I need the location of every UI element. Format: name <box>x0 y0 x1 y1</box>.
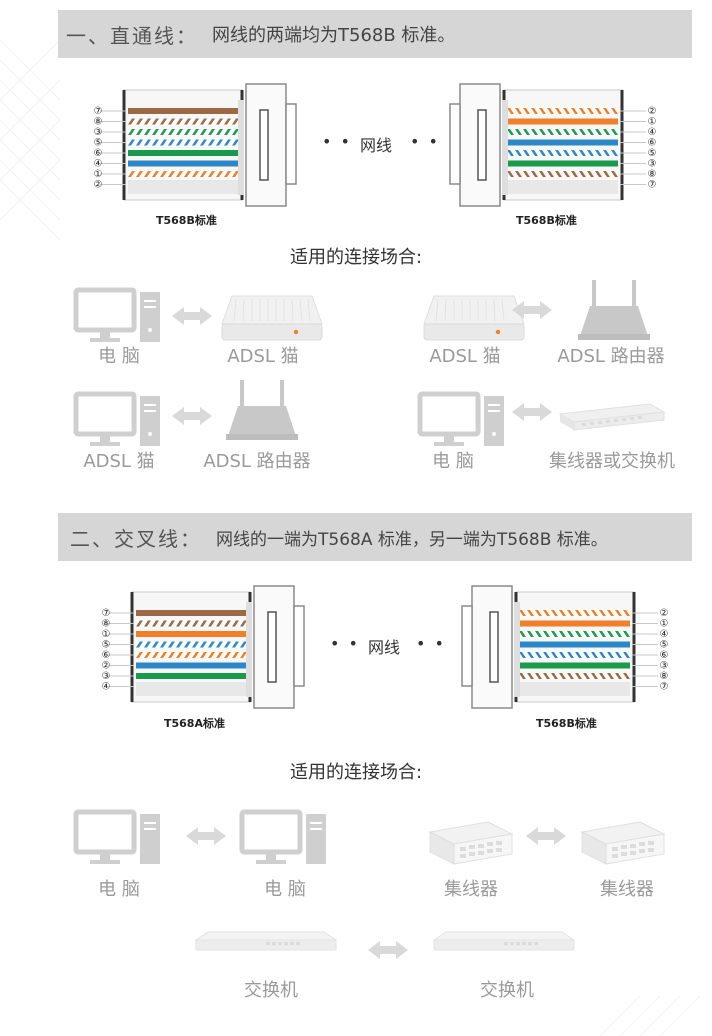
scene2-left-b: ADSL 路由器 <box>203 451 311 472</box>
pin-number: ① <box>660 619 669 630</box>
cable-label: 网线 <box>360 136 393 155</box>
pin-number: ⑧ <box>94 117 103 128</box>
pin-number: ③ <box>648 159 657 170</box>
scene1-right-a: ADSL 猫 <box>429 346 501 367</box>
computer-icon <box>73 809 160 864</box>
pin-number: ② <box>648 106 657 117</box>
pin-number: ① <box>648 117 657 128</box>
pin-number: ⑥ <box>94 148 103 159</box>
pin-number: ③ <box>94 127 103 138</box>
section2-subheading: 适用的连接场合: <box>289 762 423 783</box>
pin-number: ⑤ <box>648 148 657 159</box>
computer-icon <box>73 391 160 446</box>
computer-icon <box>73 287 160 342</box>
scene2-left-a: ADSL 猫 <box>83 451 155 472</box>
double-arrow-icon <box>186 827 226 845</box>
adsl-modem-icon <box>423 295 525 341</box>
double-arrow-icon <box>172 407 212 425</box>
double-arrow-icon <box>512 301 552 319</box>
scene1-right-b: ADSL 路由器 <box>557 346 665 367</box>
pin-number: ⑥ <box>102 650 111 661</box>
pin-number: ④ <box>660 629 669 640</box>
double-arrow-icon <box>526 827 566 845</box>
pin-number: ⑧ <box>648 169 657 180</box>
pin-number: ⑤ <box>102 640 111 651</box>
scene3-left-b: 电 脑 <box>264 879 306 900</box>
pin-number: ⑤ <box>660 640 669 651</box>
section1-desc: 网线的两端均为T568B 标准。 <box>212 25 456 46</box>
double-arrow-icon <box>172 307 212 325</box>
hub-icon <box>580 821 666 865</box>
cable-dots-left: • • <box>322 132 352 151</box>
double-arrow-icon <box>512 403 552 421</box>
switch-icon <box>194 931 338 951</box>
pin-number: ⑧ <box>102 619 111 630</box>
pin-number: ⑦ <box>102 608 111 619</box>
right-standard-label: T568B标准 <box>516 214 577 227</box>
pin-number: ④ <box>648 127 657 138</box>
scene3-right-a: 集线器 <box>444 879 498 900</box>
section1-subheading: 适用的连接场合: <box>289 247 423 268</box>
router-icon <box>578 280 650 340</box>
cable-label: 网线 <box>368 638 401 657</box>
hub-icon <box>428 821 514 865</box>
scene3-right-b: 集线器 <box>600 879 654 900</box>
pin-number: ⑥ <box>648 138 657 149</box>
pin-number: ⑦ <box>648 180 657 191</box>
pin-number: ② <box>102 661 111 672</box>
scene1-left-a: 电 脑 <box>98 346 140 367</box>
pin-number: ⑥ <box>660 650 669 661</box>
scene3-left-a: 电 脑 <box>98 879 140 900</box>
pin-number: ④ <box>102 682 111 693</box>
scene4-right: 交换机 <box>480 980 534 1001</box>
pin-number: ⑦ <box>94 106 103 117</box>
scene4-left: 交换机 <box>244 980 298 1001</box>
section1-banner: 一、直通线： 网线的两端均为T568B 标准。 <box>58 10 692 58</box>
decorative-hatch <box>0 40 60 240</box>
cable-dots-left: • • <box>330 634 360 653</box>
switch-icon <box>432 931 576 951</box>
section2-banner: 二、交叉线： 网线的一端为T568A 标准，另一端为T568B 标准。 <box>58 513 692 561</box>
pin-number: ⑧ <box>660 671 669 682</box>
pin-number: ③ <box>102 671 111 682</box>
pin-number: ① <box>102 629 111 640</box>
computer-icon <box>417 391 504 446</box>
cable-dots-right: • • <box>416 634 446 653</box>
pin-number: ① <box>94 169 103 180</box>
cable-dots-right: • • <box>410 132 440 151</box>
scene2-right-a: 电 脑 <box>432 451 474 472</box>
scene2-right-b: 集线器或交换机 <box>549 451 675 472</box>
section2-desc: 网线的一端为T568A 标准，另一端为T568B 标准。 <box>216 529 608 550</box>
pin-number: ② <box>660 608 669 619</box>
decorative-hatch <box>600 995 701 1036</box>
computer-icon <box>239 809 326 864</box>
pin-number: ③ <box>660 661 669 672</box>
adsl-modem-icon <box>221 295 323 341</box>
switch-icon <box>558 403 666 431</box>
router-icon <box>226 380 298 440</box>
left-standard-label: T568A标准 <box>164 717 225 730</box>
pin-number: ④ <box>94 159 103 170</box>
left-standard-label: T568B标准 <box>156 214 217 227</box>
scene1-left-b: ADSL 猫 <box>227 346 299 367</box>
pin-number: ⑦ <box>660 682 669 693</box>
pin-number: ⑤ <box>94 138 103 149</box>
double-arrow-icon <box>368 941 408 959</box>
section1-title: 一、直通线： <box>66 23 198 48</box>
section2-scenes <box>73 809 666 959</box>
section1-scenes <box>73 280 666 446</box>
section2-title: 二、交叉线： <box>70 526 202 551</box>
pin-number: ② <box>94 180 103 191</box>
right-standard-label: T568B标准 <box>536 717 597 730</box>
